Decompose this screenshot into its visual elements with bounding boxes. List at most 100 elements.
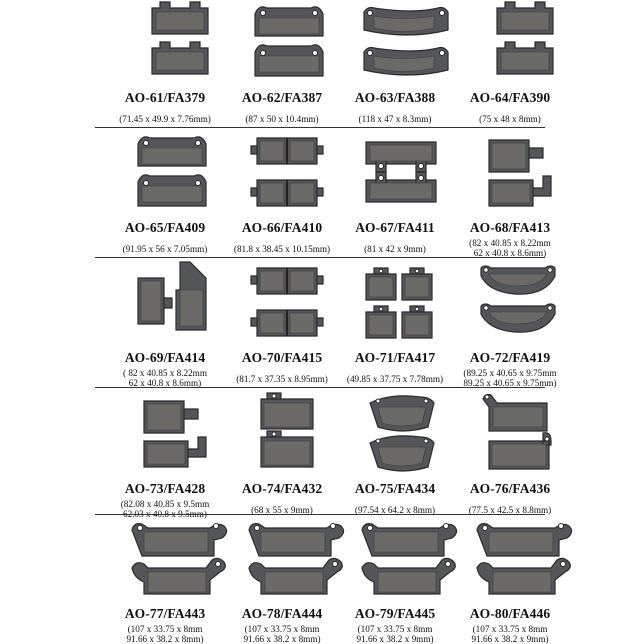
brake-pad-image (365, 267, 433, 339)
friction-lining (258, 17, 320, 35)
mounting-hole (378, 268, 384, 274)
product-code: AO-77/FA443 (124, 606, 206, 621)
friction-lining (488, 531, 554, 553)
friction-lining (369, 144, 433, 162)
friction-lining (377, 571, 437, 593)
product-code: AO-73/FA428 (124, 481, 206, 496)
product-dimensions: 62 x 40.8 x 8.6mm) (473, 248, 547, 258)
product-code: AO-71/FA417 (354, 350, 436, 365)
product-dimensions: (107 x 33.75 x 8mm (472, 624, 548, 634)
pad-tab (250, 317, 258, 327)
friction-lining (368, 314, 394, 336)
mounting-hole (195, 140, 201, 146)
brake-pad-image (488, 139, 552, 207)
product-code: AO-62/FA387 (241, 90, 323, 105)
friction-lining (258, 55, 320, 73)
brake-pad-image (254, 6, 324, 77)
mounting-hole (330, 523, 336, 529)
friction-lining (373, 15, 435, 32)
brake-pad-image (482, 393, 552, 470)
product-dimensions: (71.45 x 49.9 x 7.76mm) (119, 114, 211, 124)
product-dimensions: (68 x 55 x 9mm) (251, 505, 313, 515)
brake-pad-image (131, 523, 228, 595)
row-divider (95, 514, 545, 515)
product-dimensions: (77.5 x 42.5 x 8.8mm) (468, 505, 552, 515)
product-dimensions: (107 x 33.75 x 8mm (244, 624, 320, 634)
mounting-hole (558, 523, 564, 529)
brake-pad-image (361, 523, 458, 595)
friction-lining (373, 531, 439, 553)
brake-pad-image (496, 1, 554, 75)
pad-tab (316, 187, 324, 197)
friction-lining (492, 406, 544, 428)
product-dimensions: 91.66 x 38.2 x 8mm) (243, 634, 321, 644)
friction-lining (404, 276, 430, 298)
friction-lining (491, 443, 547, 467)
product-code: AO-80/FA446 (469, 606, 551, 621)
mounting-hole (367, 50, 373, 56)
friction-lining (492, 571, 552, 593)
friction-lining (491, 182, 531, 204)
product-dimensions: (107 x 33.75 x 8mm (357, 624, 433, 634)
brake-pad-image (137, 136, 207, 207)
product-code: AO-69/FA414 (124, 350, 206, 365)
product-dimensions: (82.08 x 40.85 x 9.5mm (120, 499, 210, 509)
mounting-hole (547, 267, 553, 273)
mounting-hole (418, 163, 424, 169)
mounting-hole (195, 180, 201, 186)
lining-slot (286, 180, 288, 206)
mounting-hole (443, 523, 449, 529)
brake-pad-image (365, 141, 437, 203)
product-dimensions: (97.54 x 64.2 x 8mm) (354, 505, 436, 515)
mounting-hole (547, 305, 553, 311)
friction-lining (140, 280, 162, 322)
mounting-hole (378, 306, 384, 312)
friction-lining (264, 571, 324, 593)
mounting-hole (215, 561, 221, 567)
mounting-hole (439, 10, 445, 16)
brake-pad-image (151, 1, 209, 75)
mounting-hole (143, 180, 149, 186)
mounting-hole (414, 268, 420, 274)
mounting-hole (312, 10, 318, 16)
mounting-hole (260, 10, 266, 16)
product-dimensions: (81.7 x 37.35 x 8.95mm) (236, 374, 328, 384)
brake-pad-image (250, 137, 324, 207)
mounting-hole (271, 431, 277, 437)
product-code: AO-64/FA390 (469, 90, 551, 105)
product-code: AO-63/FA388 (354, 90, 436, 105)
friction-lining (491, 142, 527, 170)
friction-lining (141, 147, 203, 165)
product-code: AO-74/FA432 (241, 481, 323, 496)
product-code: AO-67/FA411 (355, 220, 435, 235)
mounting-hole (423, 398, 429, 404)
friction-lining (500, 11, 550, 31)
product-dimensions: 89.25 x 40.65 x 9.75mm) (463, 378, 557, 388)
mounting-hole (560, 561, 566, 567)
lining-slot (286, 138, 288, 164)
row-divider (95, 257, 545, 258)
mounting-hole (418, 175, 424, 181)
product-dimensions: (82 x 40.85 x 8.22mm (469, 238, 551, 248)
product-dimensions: (81 x 42 x 9mm) (364, 244, 426, 254)
mounting-hole (378, 175, 384, 181)
mounting-hole (439, 50, 445, 56)
product-dimensions: (81.8 x 38.45 x 10.15mm) (233, 244, 331, 254)
brake-pad-image (480, 265, 556, 333)
friction-lining (368, 276, 394, 298)
mounting-hole (483, 305, 489, 311)
friction-lining (260, 531, 326, 553)
product-code: AO-76/FA436 (469, 481, 551, 496)
product-code: AO-78/FA444 (241, 606, 323, 621)
friction-lining (369, 182, 433, 200)
friction-lining (263, 440, 311, 466)
brake-pad-image (369, 395, 435, 472)
friction-lining (147, 571, 207, 593)
pad-tab (316, 275, 324, 285)
row-divider (95, 127, 545, 128)
mounting-hole (375, 438, 381, 444)
product-dimensions: (89.25 x 40.65 x 9.75mm (463, 368, 557, 378)
product-code: AO-70/FA415 (241, 350, 323, 365)
brake-pad-image (143, 400, 207, 468)
